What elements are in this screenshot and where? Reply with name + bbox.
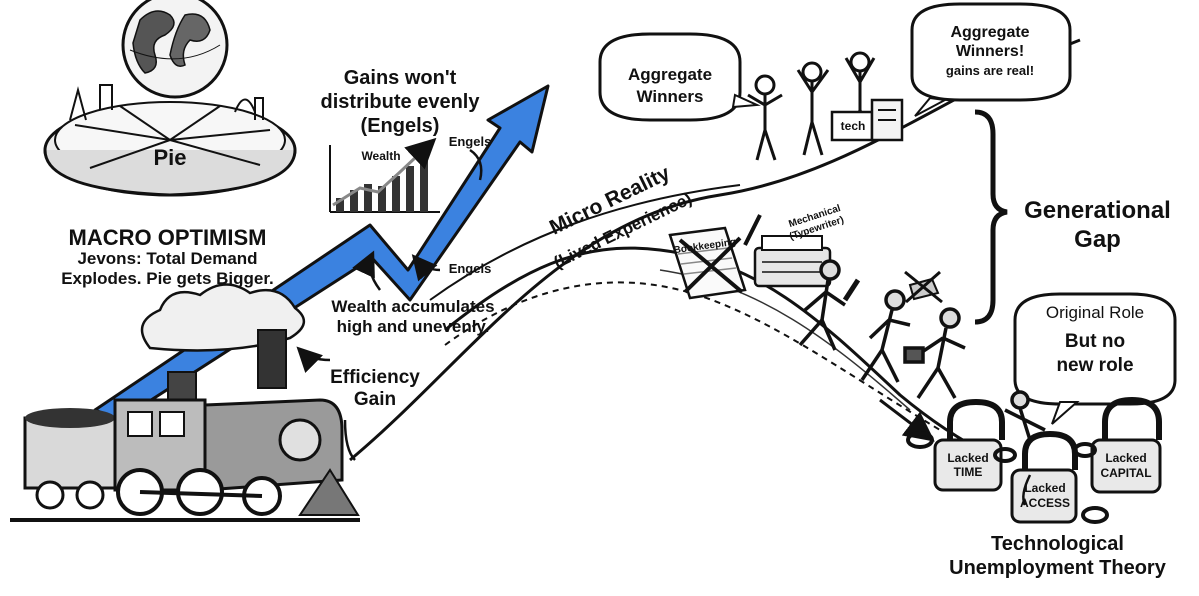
wealth-bar-chart-icon: [329, 137, 440, 213]
engels-headline-line2: distribute evenly: [320, 91, 480, 113]
steam-locomotive-icon: [10, 283, 360, 522]
lock-time-icon: [933, 398, 1005, 492]
winners-right-bubble: [910, 2, 1072, 117]
winners-left-line1: Aggregate: [627, 65, 713, 84]
pie-icon: [43, 84, 297, 197]
efficiency-line2: Gain: [353, 389, 397, 410]
macro-optimism-line1: Jevons: Total Demand: [77, 249, 258, 268]
engels-tag-mid: Engels: [448, 261, 492, 276]
wealth-note-line2: high and unevenly.: [336, 317, 490, 336]
trapped-worker-icon: [1004, 390, 1046, 441]
macro-optimism-line2: Explodes. Pie gets Bigger.: [61, 269, 274, 288]
pie-label: Pie: [153, 145, 187, 170]
lock-capital-line1: Lacked: [1105, 451, 1147, 465]
theory-line2: Unemployment Theory: [949, 557, 1166, 579]
generational-line2: Gap: [1074, 226, 1121, 253]
lock-time-line1: Lacked: [947, 451, 989, 465]
engels-headline-line1: Gains won't: [343, 67, 457, 89]
winners-right-line3: gains are real!: [945, 63, 1035, 78]
crossed-hat-icon: [904, 270, 943, 304]
bookkeeping-paper-icon: [668, 226, 747, 300]
original-role-bubble: [1013, 292, 1177, 425]
efficiency-line1: Efficiency: [330, 367, 420, 388]
lock-access-line1: Lacked: [1024, 481, 1066, 495]
generational-line1: Generational: [1024, 197, 1171, 224]
winners-right-line2: Winners!: [955, 43, 1025, 60]
original-role-line2: But no: [1064, 331, 1126, 352]
tech-building-icon: [830, 98, 904, 142]
generational-brace: [974, 109, 1008, 325]
theory-line1: Technological: [991, 533, 1124, 555]
globe-icon: [121, 0, 229, 99]
winners-left-bubble: [598, 32, 761, 122]
winners-left-line2: Winners: [636, 87, 704, 106]
pointer-arrows: [296, 148, 1032, 506]
tech-sign: tech: [840, 119, 866, 133]
lock-time-line2: TIME: [953, 465, 983, 479]
winners-right-line1: Aggregate: [950, 24, 1030, 41]
lock-access-icon: [1010, 430, 1078, 524]
chain-icon: [906, 431, 1109, 524]
lock-access-line2: ACCESS: [1019, 496, 1070, 510]
displaced-workers-icon: [798, 259, 966, 399]
engels-tag-top: Engels: [448, 134, 492, 149]
original-role-line3: new role: [1056, 355, 1134, 376]
mini-chart-label: Wealth: [361, 149, 401, 163]
macro-optimism-title: MACRO OPTIMISM: [68, 225, 267, 250]
lock-capital-line2: CAPITAL: [1100, 466, 1152, 480]
winner-figures-icon: [747, 51, 876, 161]
lock-capital-icon: [1090, 396, 1162, 494]
typewriter-icon: [753, 235, 832, 288]
wealth-note-line1: Wealth accumulates: [331, 297, 495, 316]
engels-headline-line3: (Engels): [360, 115, 440, 137]
original-role-line1: Original Role: [1045, 303, 1145, 322]
pen-icon: [743, 214, 762, 246]
